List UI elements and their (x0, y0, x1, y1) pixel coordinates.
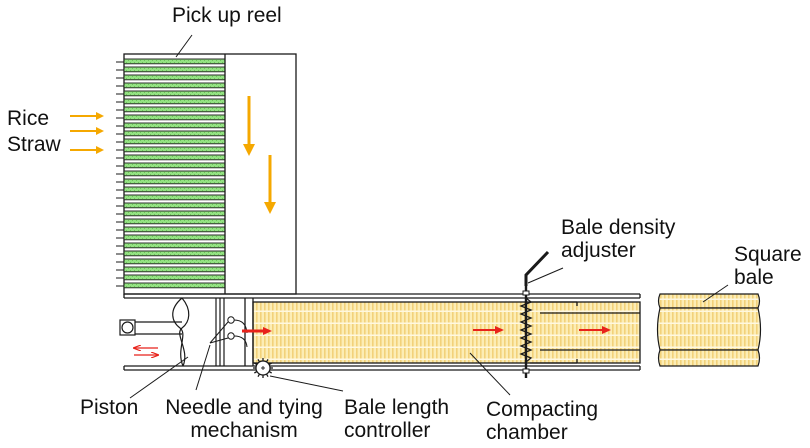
reel-feed-arrows (243, 96, 276, 214)
reel-bar (123, 258, 226, 265)
reel-bars (123, 58, 226, 289)
leader-bale-length (269, 375, 344, 392)
reel-bar (123, 250, 226, 257)
label-pickup-reel: Pick up reel (172, 4, 282, 27)
square-bale (656, 293, 762, 367)
reel-bar (123, 242, 226, 249)
label-density-adjuster: Bale density adjuster (561, 216, 675, 262)
label-needle-tying: Needle and tying mechanism (158, 396, 330, 442)
leader-density (527, 267, 564, 284)
label-bale-length-line1: Bale length (344, 396, 450, 419)
leader-pickup-reel (175, 34, 193, 58)
leader-piston (129, 356, 189, 399)
straw-input-arrows (70, 112, 104, 154)
adjuster-spring (519, 297, 533, 363)
leader-compacting (469, 352, 511, 396)
reel-bar (123, 266, 226, 273)
label-needle-line2: mechanism (190, 419, 298, 442)
label-square-line2: bale (734, 266, 774, 289)
reel-bar (123, 138, 226, 145)
reel-bar (123, 122, 226, 129)
label-compacting-chamber: Compacting chamber (486, 398, 598, 444)
label-square-line1: Square (734, 243, 802, 266)
reel-bar (123, 58, 226, 65)
compacting-chamber (244, 298, 641, 366)
needle-tying-mechanism (209, 298, 248, 366)
needle-knot-2 (227, 332, 235, 340)
reel-bar (123, 274, 226, 281)
leader-needle (195, 344, 211, 391)
reel-bar (123, 146, 226, 153)
label-straw: Straw (7, 133, 61, 156)
leader-lines (129, 267, 729, 399)
reel-bar (123, 186, 226, 193)
reel-bar (123, 114, 226, 121)
reel-bar (123, 210, 226, 217)
reel-bar (123, 170, 226, 177)
label-rice: Rice (7, 107, 50, 130)
piston-head (172, 297, 184, 367)
reel-bar (123, 154, 226, 161)
reel-bar (123, 130, 226, 137)
reel-bar (123, 98, 226, 105)
bale-length-controller (253, 358, 273, 378)
label-density-line2: adjuster (561, 239, 636, 262)
piston-crank-wheel (121, 321, 134, 334)
reel-bar (123, 82, 226, 89)
needle-knot-1 (227, 316, 235, 324)
label-bale-length-line2: controller (344, 419, 431, 442)
reel-bar (123, 106, 226, 113)
piston (119, 297, 190, 367)
reel-teeth (116, 61, 124, 287)
label-needle-line1: Needle and tying (165, 396, 323, 419)
label-compacting-line2: chamber (486, 421, 568, 444)
reel-bar (123, 282, 226, 289)
label-density-line1: Bale density (561, 216, 676, 239)
label-bale-length: Bale length controller (344, 396, 449, 442)
reel-bar (123, 194, 226, 201)
reel-bar (123, 66, 226, 73)
label-compacting-line1: Compacting (486, 398, 599, 421)
reel-bar (123, 74, 226, 81)
reel-bar (123, 218, 226, 225)
pickup-reel (116, 53, 297, 295)
reel-bar (123, 162, 226, 169)
reel-bar (123, 90, 226, 97)
reel-bar (123, 226, 226, 233)
reel-bar (123, 202, 226, 209)
label-square-bale: Square bale (734, 243, 802, 289)
reel-bar (123, 234, 226, 241)
leader-square-bale (702, 284, 729, 303)
baler-frame (123, 293, 641, 371)
bale-density-adjuster (519, 250, 550, 378)
reel-bar (123, 178, 226, 185)
label-piston: Piston (80, 396, 139, 419)
